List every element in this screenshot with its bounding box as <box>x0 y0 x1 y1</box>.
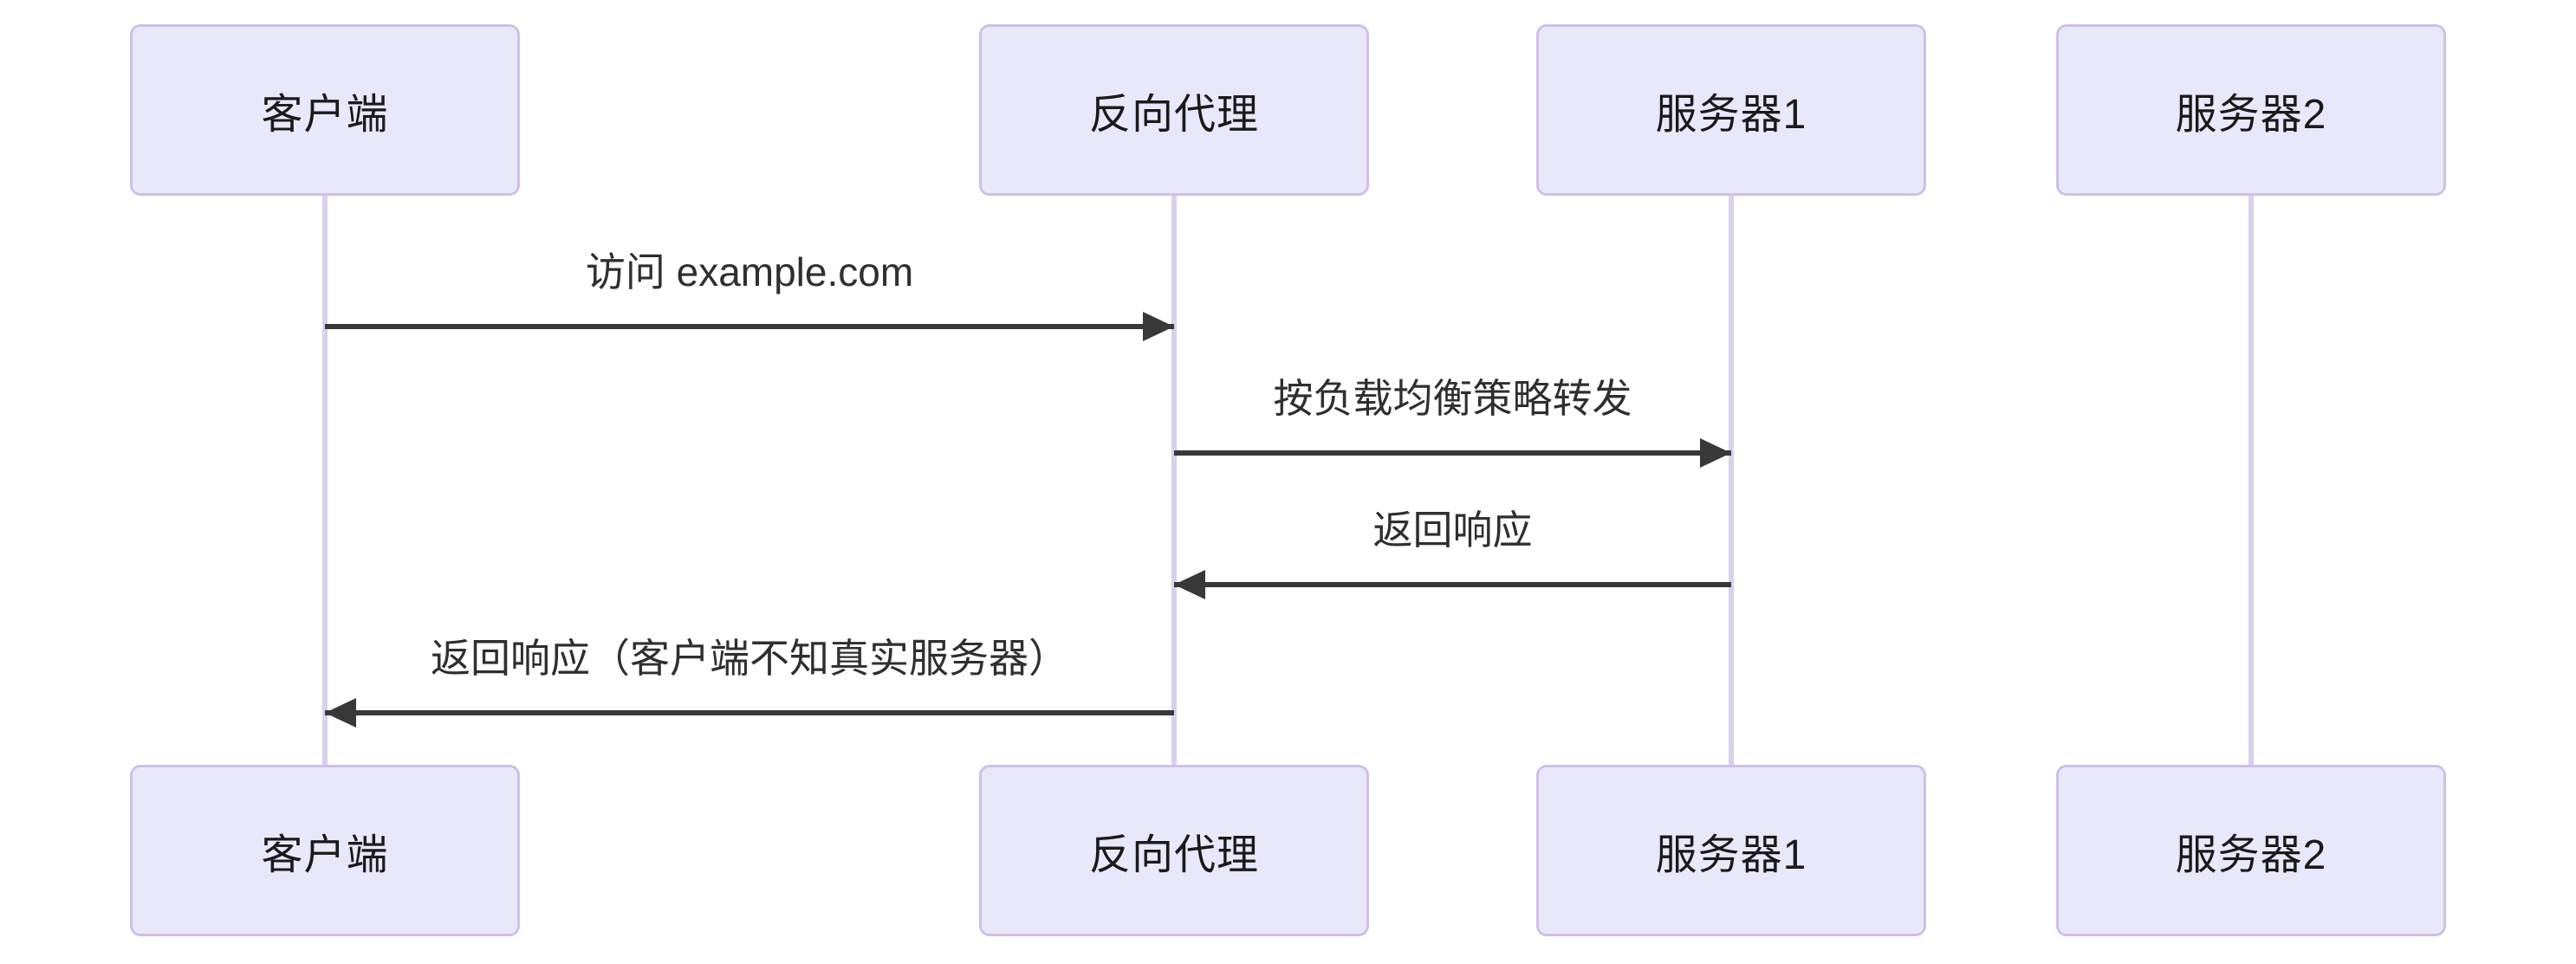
arrowhead-left-icon <box>1174 570 1205 599</box>
actor-label: 反向代理 <box>1088 832 1259 878</box>
actor-label: 服务器1 <box>1655 832 1807 878</box>
lifeline-client <box>322 196 328 766</box>
message-label-return-response-hidden-server: 返回响应（客户端不知真实服务器） <box>431 636 1068 681</box>
arrowhead-left-icon <box>325 698 356 728</box>
actor-label: 服务器1 <box>1655 92 1807 138</box>
actor-top-server1: 服务器1 <box>1536 24 1926 196</box>
lifeline-proxy <box>1171 196 1177 766</box>
actor-label: 服务器2 <box>2175 92 2327 138</box>
lifeline-server2 <box>2248 196 2254 766</box>
message-line-2 <box>1174 450 1731 456</box>
actor-bottom-client: 客户端 <box>130 765 520 936</box>
lifeline-server1 <box>1729 196 1734 766</box>
actor-label: 客户端 <box>261 832 389 878</box>
actor-top-proxy: 反向代理 <box>979 24 1369 196</box>
arrowhead-right-icon <box>1143 312 1174 341</box>
actor-top-server2: 服务器2 <box>2056 24 2446 196</box>
actor-bottom-server1: 服务器1 <box>1536 765 1926 936</box>
message-line-1 <box>325 324 1174 329</box>
message-label-return-response: 返回响应 <box>1372 508 1533 553</box>
actor-top-client: 客户端 <box>130 24 520 196</box>
actor-label: 反向代理 <box>1088 92 1259 138</box>
actor-bottom-proxy: 反向代理 <box>979 765 1369 936</box>
actor-bottom-server2: 服务器2 <box>2056 765 2446 936</box>
actor-label: 客户端 <box>261 92 389 138</box>
message-line-3 <box>1174 582 1731 587</box>
message-line-4 <box>325 710 1174 715</box>
actor-label: 服务器2 <box>2175 832 2327 878</box>
arrowhead-right-icon <box>1700 438 1731 468</box>
message-label-visit-example: 访问 example.com <box>585 249 914 294</box>
message-label-load-balance-forward: 按负载均衡策略转发 <box>1273 376 1632 421</box>
